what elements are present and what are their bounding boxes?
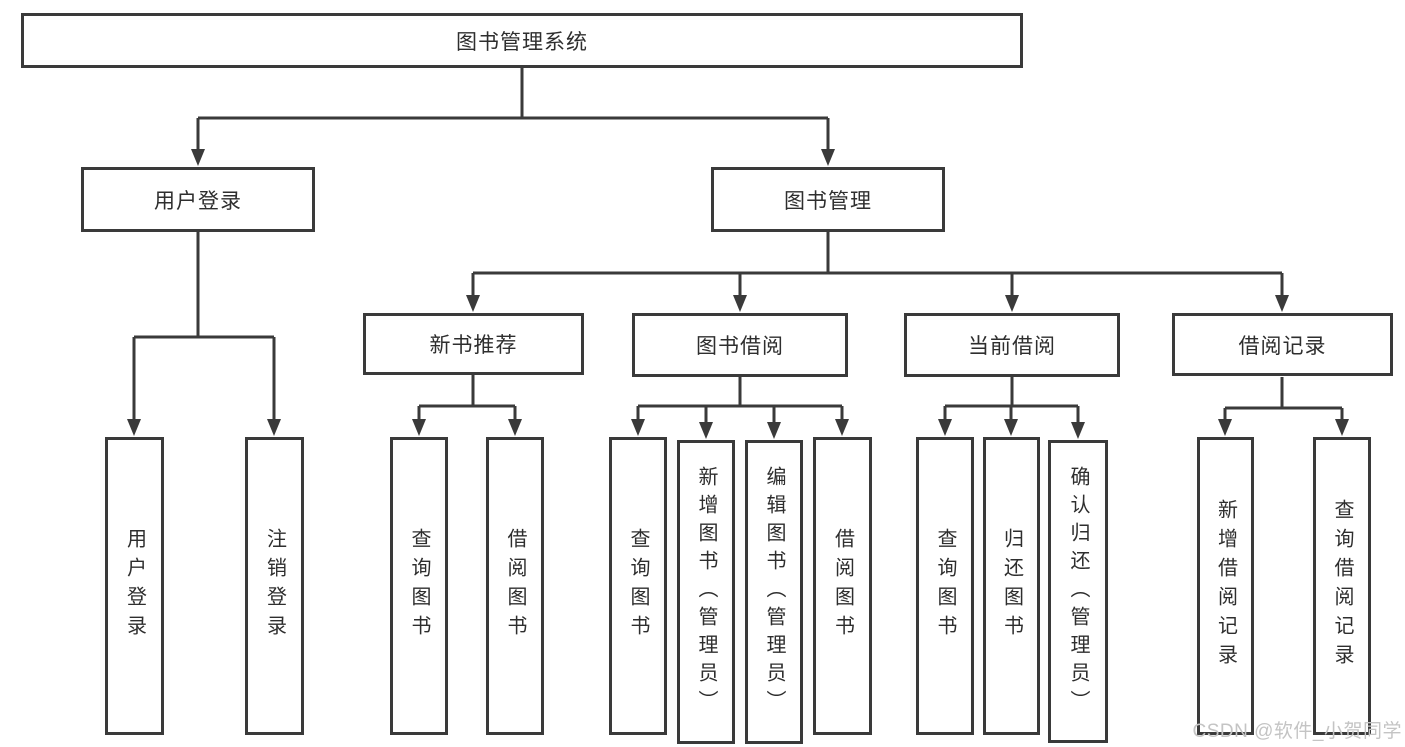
leaf-nbr-borrow-books: 借阅图书 <box>486 437 544 735</box>
leaf-label: 新增借阅记录 <box>1214 499 1237 673</box>
leaf-label: 用户登录 <box>123 528 146 644</box>
leaf-label: 查询图书 <box>934 528 956 644</box>
arrowhead-leaf-nbr-borrow <box>508 419 522 436</box>
leaf-nbr-search-books: 查询图书 <box>390 437 448 735</box>
leaf-label: 注销登录 <box>263 528 286 644</box>
arrowhead-leaf-cb-search <box>938 419 952 436</box>
leaf-label: 查询借阅记录 <box>1331 499 1353 673</box>
csdn-watermark: CSDN @软件_小贺同学 <box>1192 721 1402 742</box>
leaf-bb-borrow-books: 借阅图书 <box>813 437 872 735</box>
leaf-bb-search-books: 查询图书 <box>609 437 667 735</box>
leaf-cb-search-books: 查询图书 <box>916 437 974 735</box>
leaf-label: 归还图书 <box>1000 528 1023 644</box>
node-label: 新书推荐 <box>429 334 518 357</box>
arrowhead-leaf-bb-borrow <box>835 419 849 436</box>
arrowhead-current-borrow <box>1005 295 1019 312</box>
arrowhead-leaf-bb-edit <box>767 422 781 439</box>
arrowhead-leaf-nbr-search <box>412 419 426 436</box>
leaf-label: 新增图书（管理员） <box>695 466 717 718</box>
connector-book-management-branch <box>471 231 1284 302</box>
arrowhead-leaf-cb-confirm <box>1071 422 1085 439</box>
connector-root-to-level2 <box>196 67 830 156</box>
node-label: 用户登录 <box>154 189 242 213</box>
leaf-label: 借阅图书 <box>504 528 526 644</box>
leaf-cb-return-books: 归还图书 <box>983 437 1040 735</box>
node-book-borrow: 图书借阅 <box>632 313 848 377</box>
connector-book-borrow-branch <box>636 377 844 428</box>
node-label: 图书借阅 <box>696 335 784 358</box>
node-label: 当前借阅 <box>968 335 1056 358</box>
arrowhead-leaf-logout <box>267 419 281 436</box>
leaf-logout: 注销登录 <box>245 437 304 735</box>
arrowhead-borrow-records <box>1275 295 1289 312</box>
connector-user-login-branch <box>132 231 276 426</box>
arrowhead-leaf-bb-add <box>699 422 713 439</box>
leaf-label: 查询图书 <box>627 528 649 644</box>
leaf-label: 编辑图书（管理员） <box>763 466 785 718</box>
arrowhead-leaf-user-login <box>127 419 141 436</box>
node-borrow-records: 借阅记录 <box>1172 313 1393 376</box>
arrowhead-leaf-cb-return <box>1004 419 1018 436</box>
node-current-borrow: 当前借阅 <box>904 313 1120 377</box>
leaf-br-add-record: 新增借阅记录 <box>1197 437 1254 735</box>
arrowhead-book-borrow <box>733 295 747 312</box>
node-label: 图书管理系统 <box>456 30 588 54</box>
leaf-bb-edit-books-admin: 编辑图书（管理员） <box>745 440 803 744</box>
leaf-label: 查询图书 <box>408 528 430 644</box>
arrowhead-leaf-br-add <box>1218 419 1232 436</box>
leaf-label: 确认归还（管理员） <box>1067 465 1089 718</box>
leaf-user-login: 用户登录 <box>105 437 164 735</box>
arrowhead-user-login <box>191 149 205 166</box>
arrowhead-leaf-br-search <box>1335 419 1349 436</box>
node-label: 图书管理 <box>784 189 872 213</box>
node-label: 借阅记录 <box>1238 334 1327 358</box>
connector-new-book-recommend-branch <box>417 375 517 426</box>
connector-current-borrow-branch <box>943 377 1080 428</box>
leaf-label: 借阅图书 <box>831 528 854 644</box>
connector-borrow-records-branch <box>1223 377 1344 426</box>
leaf-br-search-record: 查询借阅记录 <box>1313 437 1371 735</box>
node-new-book-recommend: 新书推荐 <box>363 313 584 375</box>
node-book-management: 图书管理 <box>711 167 945 232</box>
node-user-login: 用户登录 <box>81 167 315 232</box>
arrowhead-book-management <box>821 149 835 166</box>
arrowhead-new-book-recommend <box>466 295 480 312</box>
node-library-management-system: 图书管理系统 <box>21 13 1023 68</box>
leaf-cb-confirm-return-admin: 确认归还（管理员） <box>1048 440 1108 743</box>
arrowhead-leaf-bb-search <box>631 419 645 436</box>
leaf-bb-add-books-admin: 新增图书（管理员） <box>677 440 735 744</box>
